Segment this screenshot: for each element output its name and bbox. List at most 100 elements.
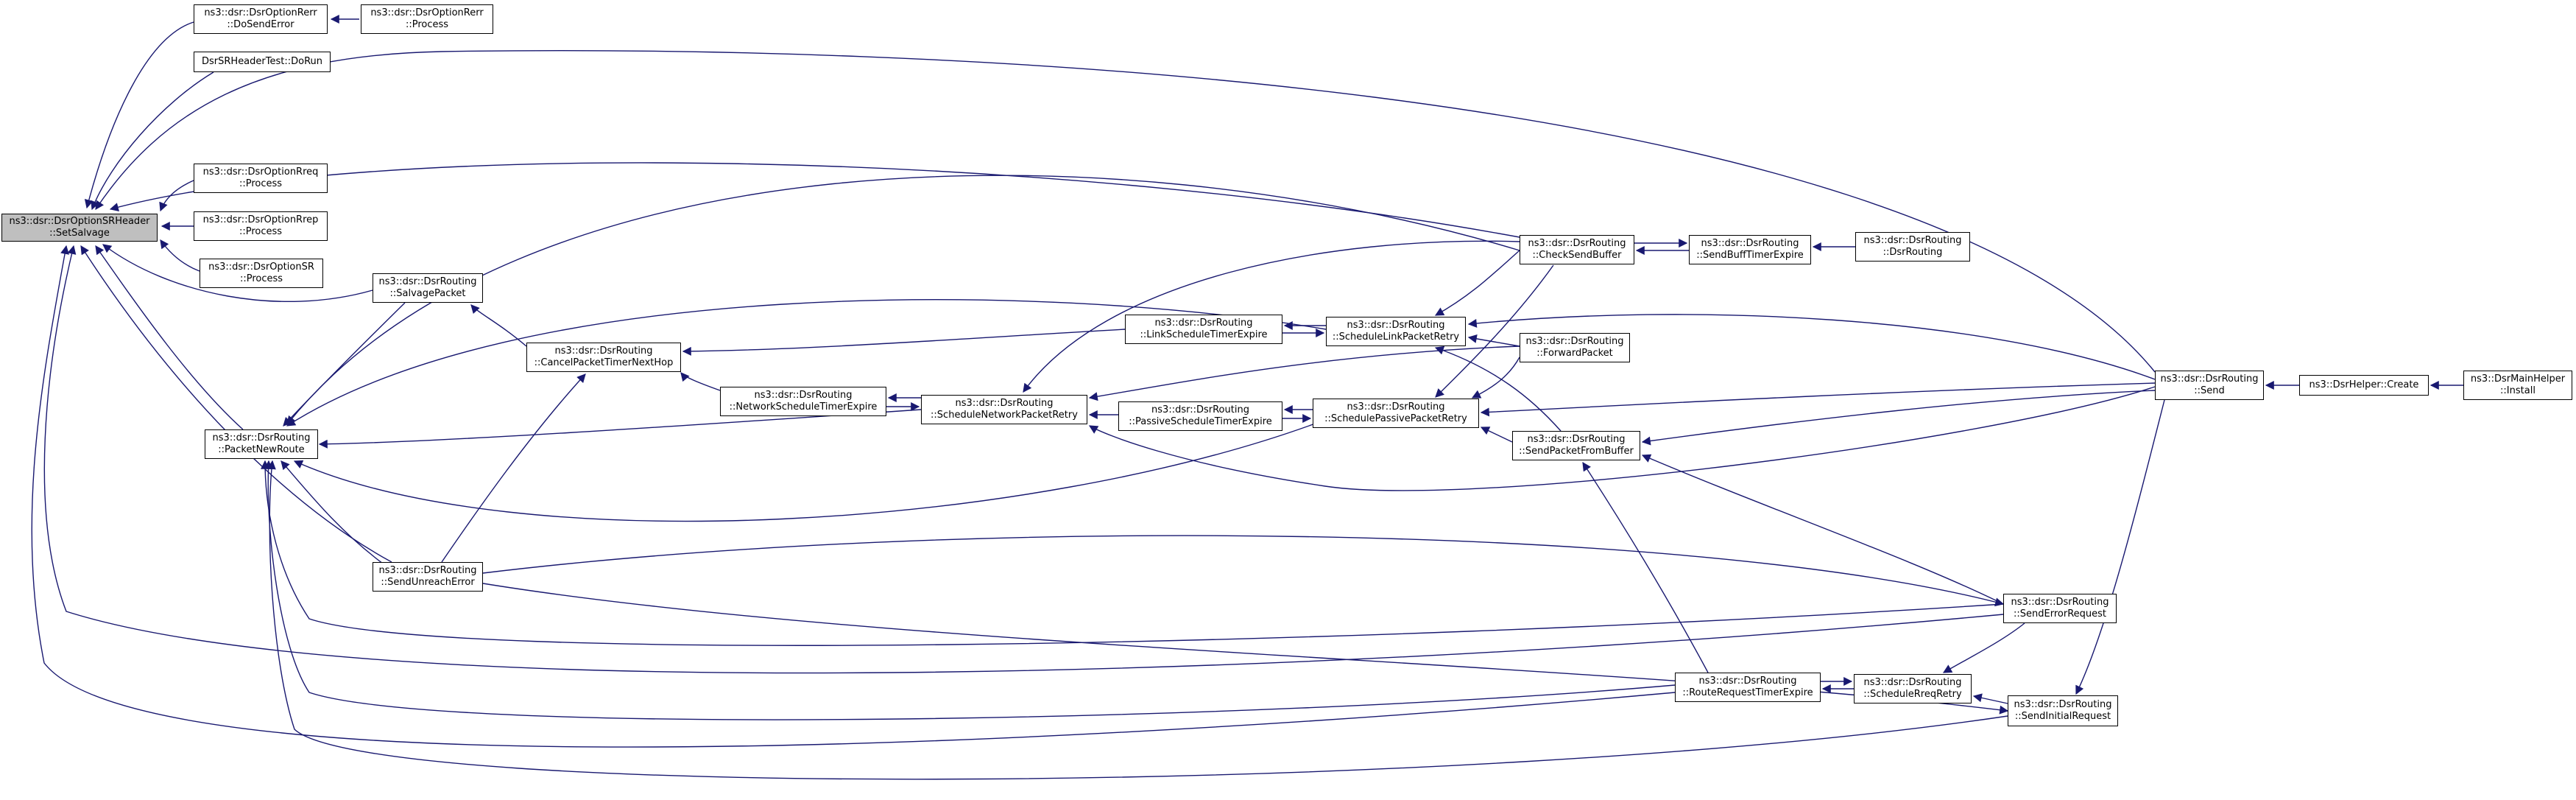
edge-dosenderror-to-setsalvage — [84, 21, 194, 209]
node-label-line: ::Process — [239, 226, 283, 237]
node-rrep-process[interactable]: ns3::dsr::DsrOptionRrep ::Process — [194, 211, 328, 241]
edge-send-to-sendinitialrequest — [2075, 399, 2165, 695]
node-send-buff-timer-expire[interactable]: ns3::dsr::DsrRouting ::SendBuffTimerExpi… — [1689, 235, 1811, 264]
node-send[interactable]: ns3::dsr::DsrRouting ::Send — [2155, 371, 2264, 400]
node-label-line: ns3::dsr::DsrRouting — [1347, 401, 1445, 413]
node-label-line: ::ScheduleNetworkPacketRetry — [931, 410, 1078, 421]
edge-checksendbuffer-to-packetnewroute-b — [286, 175, 1520, 425]
node-label-line: ns3::dsr::DsrRouting — [1527, 434, 1626, 445]
node-label-line: ns3::dsr::DsrOptionSR — [208, 262, 314, 273]
node-label-line: ::SalvagePacket — [389, 288, 466, 299]
node-label-line: ns3::dsr::DsrRouting — [2014, 699, 2112, 710]
edge-send-to-setsalvage — [95, 50, 2156, 373]
node-rreq-process[interactable]: ns3::dsr::DsrOptionRreq ::Process — [194, 164, 328, 193]
edge-forwardpacket-to-schedulepassive — [1471, 357, 1520, 399]
node-salvage-packet[interactable]: ns3::dsr::DsrRouting ::SalvagePacket — [373, 273, 483, 303]
node-srheader-test-dorun[interactable]: DsrSRHeaderTest::DoRun — [194, 52, 331, 72]
edge-rreq-to-setsalvage — [159, 180, 194, 212]
node-label-line: ::PacketNewRoute — [218, 444, 305, 455]
node-passive-schedule-timer-expire[interactable]: ns3::dsr::DsrRouting ::PassiveScheduleTi… — [1118, 401, 1282, 431]
node-label-line: ns3::dsr::DsrRouting — [754, 390, 853, 401]
node-forward-packet[interactable]: ns3::dsr::DsrRouting ::ForwardPacket — [1520, 333, 1630, 362]
node-label-line: ns3::dsr::DsrRouting — [1154, 317, 1253, 329]
edge-sendunreacherror-to-packetnewroute — [280, 460, 384, 564]
node-route-request-timer-expire[interactable]: ns3::dsr::DsrRouting ::RouteRequestTimer… — [1675, 673, 1821, 702]
node-schedule-rreq-retry[interactable]: ns3::dsr::DsrRouting ::ScheduleRreqRetry — [1854, 674, 1972, 703]
node-label-line: ns3::dsr::DsrRouting — [378, 565, 477, 576]
node-label-line: ns3::dsr::DsrOptionRerr — [370, 7, 484, 18]
node-network-schedule-timer-expire[interactable]: ns3::dsr::DsrRouting ::NetworkScheduleTi… — [720, 387, 886, 416]
node-rerr-process[interactable]: ns3::dsr::DsrOptionRerr ::Process — [361, 4, 493, 34]
node-helper-create[interactable]: ns3::DsrHelper::Create — [2299, 375, 2429, 396]
node-set-salvage[interactable]: ns3::dsr::DsrOptionSRHeader ::SetSalvage — [1, 214, 158, 242]
node-send-packet-from-buffer[interactable]: ns3::dsr::DsrRouting ::SendPacketFromBuf… — [1512, 431, 1640, 460]
edge-sendpacketfrombuffer-to-schedulepassive — [1480, 427, 1513, 443]
node-send-error-request[interactable]: ns3::dsr::DsrRouting ::SendErrorRequest — [2003, 594, 2117, 623]
node-check-send-buffer[interactable]: ns3::dsr::DsrRouting ::CheckSendBuffer — [1520, 235, 1634, 264]
node-label-line: ns3::dsr::DsrRouting — [1698, 676, 1797, 687]
node-label-line: ns3::dsr::DsrOptionRreq — [202, 166, 319, 178]
node-label-line: ns3::dsr::DsrRouting — [1701, 238, 1799, 249]
node-label-line: ::DoSendError — [227, 19, 294, 30]
node-dsr-routing-ctor[interactable]: ns3::dsr::DsrRouting ::DsrRouting — [1855, 232, 1970, 262]
edge-send-to-schedulelinkpacket — [1467, 314, 2156, 380]
node-label-line: ns3::dsr::DsrOptionRrep — [202, 214, 319, 225]
node-send-initial-request[interactable]: ns3::dsr::DsrRouting ::SendInitialReques… — [2008, 695, 2118, 726]
node-label-line: ::Install — [2500, 385, 2536, 396]
node-label-line: ::SendUnreachError — [381, 577, 475, 588]
edge-srtestdorun-to-setsalvage — [91, 71, 214, 211]
edge-sendunreacherror-to-cancelpacket — [441, 373, 586, 563]
node-label-line: ::RouteRequestTimerExpire — [1682, 687, 1813, 698]
edge-schedulenetwork-to-packetnewroute — [318, 409, 922, 449]
edge-networkschedule-to-cancelpacket — [680, 372, 721, 391]
node-label-line: ::PassiveScheduleTimerExpire — [1129, 416, 1272, 427]
node-schedule-passive-packet-retry[interactable]: ns3::dsr::DsrRouting ::SchedulePassivePa… — [1313, 399, 1479, 428]
edge-sendunreacherror-to-setsalvage — [80, 245, 392, 563]
node-sr-process[interactable]: ns3::dsr::DsrOptionSR ::Process — [200, 259, 323, 288]
edge-salvagepacket-to-setsalvage — [102, 244, 373, 303]
edge-srprocess-to-setsalvage — [160, 239, 200, 272]
node-label-line: ::SchedulePassivePacketRetry — [1324, 413, 1467, 424]
node-packet-new-route[interactable]: ns3::dsr::DsrRouting ::PacketNewRoute — [205, 429, 318, 459]
edge-senderrorrequest-to-sendpacketfrombuffer — [1641, 454, 2004, 605]
node-link-schedule-timer-expire[interactable]: ns3::dsr::DsrRouting ::LinkScheduleTimer… — [1125, 315, 1282, 344]
edge-sendinitialrequest-to-schedulerreqretry — [1972, 693, 2008, 704]
node-schedule-link-packet-retry[interactable]: ns3::dsr::DsrRouting ::ScheduleLinkPacke… — [1326, 317, 1466, 346]
node-label-line: ns3::dsr::DsrRouting — [1863, 677, 1962, 688]
node-label-line: ::CheckSendBuffer — [1532, 250, 1622, 261]
node-label-line: ::Process — [405, 19, 449, 30]
edge-packetnewroute-to-setsalvage — [95, 245, 244, 430]
edge-routerequest-to-sendpacketfrombuffer — [1582, 461, 1709, 673]
edge-checksendbuffer-to-schedulepassive — [1435, 264, 1554, 398]
node-schedule-network-packet-retry[interactable]: ns3::dsr::DsrRouting ::ScheduleNetworkPa… — [921, 395, 1087, 424]
edge-send-to-schedulepassive — [1480, 382, 2156, 417]
node-label-line: ::SendPacketFromBuffer — [1519, 446, 1634, 457]
edge-schedulelinkpacket-to-packetnewroute — [286, 299, 1327, 427]
node-label-line: ns3::dsr::DsrRouting — [1347, 320, 1445, 331]
edge-schedulepassive-to-packetnewroute — [293, 419, 1326, 522]
edge-salvagepacket-to-packetnewroute — [283, 302, 406, 427]
node-label-line: ::SetSalvage — [49, 228, 110, 239]
node-label-line: ns3::dsr::DsrOptionRerr — [204, 7, 317, 18]
edge-layer — [31, 15, 2463, 780]
edge-checksendbuffer-to-schedulenetwork — [1023, 240, 1520, 393]
edge-send-to-schedulenetwork — [1088, 386, 2156, 491]
node-label-line: ns3::dsr::DsrRouting — [212, 432, 311, 443]
node-send-unreach-error[interactable]: ns3::dsr::DsrRouting ::SendUnreachError — [373, 562, 483, 592]
edge-routerequest-to-packetnewroute — [264, 460, 1676, 720]
node-label-line: ::CancelPacketTimerNextHop — [534, 357, 674, 368]
edge-sendunreacherror-to-senderrorrequest — [482, 535, 2005, 607]
edge-sendpacketfrombuffer-to-schedulelinkpacket — [1434, 345, 1562, 432]
edge-linkschedule-to-cancelpacket — [682, 329, 1126, 356]
node-label-line: ::SendBuffTimerExpire — [1696, 250, 1804, 261]
node-label-line: ns3::DsrHelper::Create — [2309, 379, 2419, 390]
node-main-helper-install[interactable]: ns3::DsrMainHelper ::Install — [2463, 371, 2572, 400]
node-label-line: ::ScheduleRreqRetry — [1863, 689, 1962, 700]
node-label-line: ns3::DsrMainHelper — [2470, 373, 2566, 385]
node-label-line: ::NetworkScheduleTimerExpire — [729, 401, 878, 413]
node-label-line: ns3::dsr::DsrRouting — [2011, 597, 2109, 608]
node-rerr-do-send-error[interactable]: ns3::dsr::DsrOptionRerr ::DoSendError — [194, 4, 328, 34]
node-cancel-packet-timer-next-hop[interactable]: ns3::dsr::DsrRouting ::CancelPacketTimer… — [526, 343, 681, 372]
node-label-line: ns3::dsr::DsrRouting — [1863, 235, 1962, 246]
